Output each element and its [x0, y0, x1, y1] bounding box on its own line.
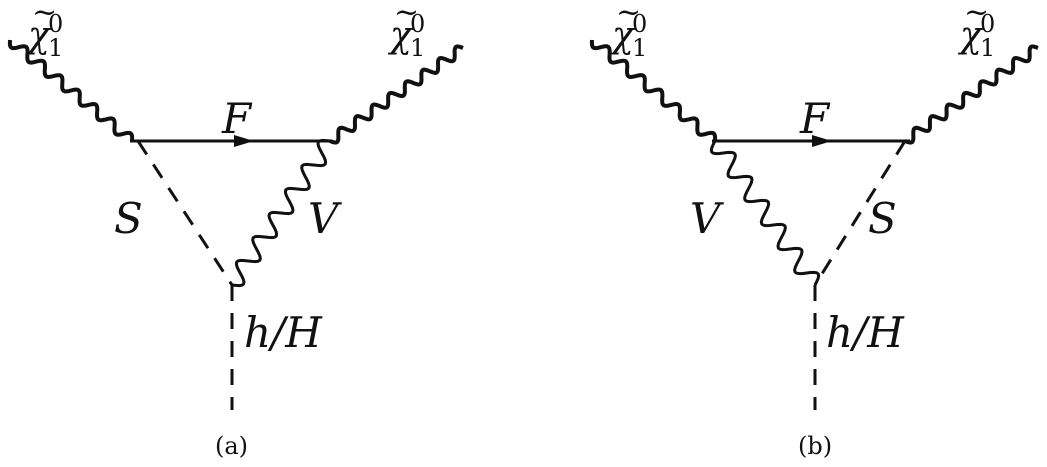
- subscript: 1: [632, 34, 648, 62]
- higgs-label-b: h/H: [826, 308, 904, 357]
- superscript: 0: [410, 10, 426, 38]
- scalar-label-b: S: [868, 194, 897, 243]
- vector-label-b: V: [690, 194, 721, 243]
- neutralino-label-b-right: ~ χ 0 1: [960, 0, 995, 60]
- chi-symbol: χ: [28, 15, 50, 56]
- vector-boson-propagator: [709, 140, 821, 286]
- caption-a: (a): [215, 432, 249, 460]
- vector-boson-propagator: [231, 138, 331, 288]
- scalar-label-a: S: [114, 194, 143, 243]
- vector-label-a: V: [308, 194, 339, 243]
- superscript: 0: [980, 10, 996, 38]
- caption-b: (b): [798, 432, 833, 460]
- chi-symbol: χ: [960, 15, 982, 56]
- higgs-label-a: h/H: [244, 308, 322, 357]
- scalar-propagator: [813, 140, 907, 286]
- neutralino-line-left: [589, 39, 718, 142]
- subscript: 1: [410, 34, 426, 62]
- neutralino-line-right: [329, 44, 464, 145]
- tilde-accent: ~: [394, 0, 420, 30]
- superscript: 0: [48, 10, 64, 38]
- subscript: 1: [980, 34, 996, 62]
- scalar-propagator: [136, 140, 234, 286]
- chi-symbol: χ: [612, 15, 634, 56]
- superscript: 0: [632, 10, 648, 38]
- chi-symbol: χ: [390, 15, 412, 56]
- neutralino-label-a-left: ~ χ 0 1: [28, 0, 63, 60]
- diagram-b: [589, 39, 1039, 410]
- fermion-label-b: F: [800, 94, 830, 143]
- tilde-accent: ~: [32, 0, 58, 30]
- neutralino-label-a-right: ~ χ 0 1: [390, 0, 425, 60]
- neutralino-line-left: [7, 39, 135, 142]
- neutralino-label-b-left: ~ χ 0 1: [612, 0, 647, 60]
- tilde-accent: ~: [616, 0, 642, 30]
- neutralino-line-right: [904, 44, 1039, 145]
- tilde-accent: ~: [964, 0, 990, 30]
- diagram-a: [7, 39, 464, 410]
- fermion-label-a: F: [222, 94, 252, 143]
- subscript: 1: [48, 34, 64, 62]
